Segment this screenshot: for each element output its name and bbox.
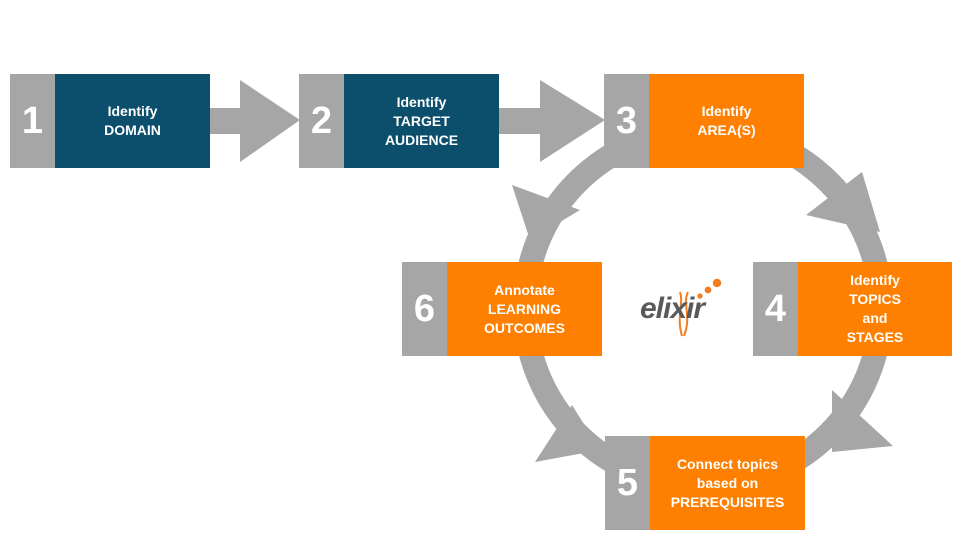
elixir-logo-icon: elixir	[640, 278, 722, 337]
step-1-label: Identify DOMAIN	[55, 74, 210, 168]
step-1: 1 Identify DOMAIN	[10, 74, 210, 168]
cycle-arrowhead-6-to-3	[512, 185, 580, 240]
arrow-1-to-2	[210, 80, 300, 162]
step-6-number: 6	[402, 262, 447, 356]
cycle-arrowhead-4-to-5	[832, 390, 893, 452]
step-4-number: 4	[753, 262, 798, 356]
step-3-number: 3	[604, 74, 649, 168]
step-3-label: Identify AREA(S)	[649, 74, 804, 168]
elixir-logo-text: elixir	[640, 292, 707, 325]
step-5-number: 5	[605, 436, 650, 530]
step-5: 5 Connect topics based on PREREQUISITES	[605, 436, 805, 530]
step-2: 2 Identify TARGET AUDIENCE	[299, 74, 499, 168]
step-5-label: Connect topics based on PREREQUISITES	[650, 436, 805, 530]
step-2-number: 2	[299, 74, 344, 168]
step-4-label: Identify TOPICS and STAGES	[798, 262, 952, 356]
cycle-arrowhead-3-to-4	[806, 172, 880, 232]
step-2-label: Identify TARGET AUDIENCE	[344, 74, 499, 168]
cycle-arrowhead-5-to-6	[535, 405, 600, 462]
step-3: 3 Identify AREA(S)	[604, 74, 804, 168]
step-6: 6 Annotate LEARNING OUTCOMES	[402, 262, 602, 356]
step-1-number: 1	[10, 74, 55, 168]
step-4: 4 Identify TOPICS and STAGES	[753, 262, 952, 356]
arrow-2-to-3	[499, 80, 605, 162]
step-6-label: Annotate LEARNING OUTCOMES	[447, 262, 602, 356]
